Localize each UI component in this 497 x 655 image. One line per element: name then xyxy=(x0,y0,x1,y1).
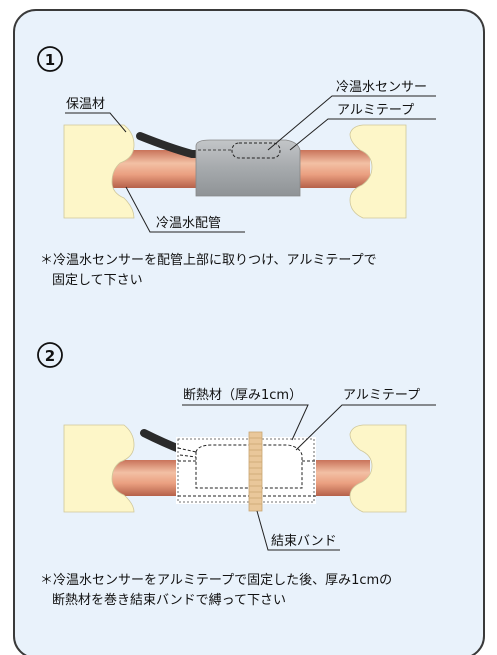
step-1-number-circle xyxy=(37,46,63,72)
step-2-note-line1: ＊冷温水センサーをアルミテープで固定した後、厚み1cmの xyxy=(40,573,392,588)
step-2-insulation-label: 断熱材（厚み1cm） xyxy=(183,388,302,403)
step-2: 2 断熱材（厚み1cm） アルミテープ 結束バンド ＊冷温水センサーをアルミテー… xyxy=(37,342,436,608)
step-1-insulation-left xyxy=(63,124,135,219)
step-2-number-circle xyxy=(37,342,63,368)
step-2-tape-label: アルミテープ xyxy=(343,388,420,403)
step-1-sensor-label: 冷温水センサー xyxy=(336,80,427,95)
step-1-aluminum-tape xyxy=(195,139,301,197)
step-1-insulation-label: 保温材 xyxy=(66,97,105,112)
step-2-cable-tie xyxy=(248,431,263,512)
step-1-tape-label: アルミテープ xyxy=(337,103,414,118)
step-2-note-line2: 断熱材を巻き結束バンドで縛って下さい xyxy=(52,592,286,608)
step-2-number: 2 xyxy=(45,347,55,365)
step-2-band-leader xyxy=(256,510,340,551)
step-1-sensor-leader xyxy=(267,95,436,151)
step-1-sensor-cable xyxy=(136,132,240,158)
step-2-cable-tie-ridges xyxy=(249,437,262,505)
step-2-insulation-right xyxy=(349,424,407,513)
step-1-insulation-right xyxy=(349,124,407,219)
step-1-insulation-leader xyxy=(65,112,127,133)
step-1-note-line1: ＊冷温水センサーを配管上部に取りつけ、アルミテープで xyxy=(40,253,377,268)
step-2-band-label: 結束バンド xyxy=(271,534,337,549)
step-2-hidden-cable xyxy=(177,447,197,458)
step-2-insulation-leader xyxy=(182,404,309,441)
step-2-tape-leader xyxy=(295,404,436,451)
step-1-note-line2: 固定して下さい xyxy=(52,273,143,288)
step-1-tape-leader xyxy=(289,118,436,151)
step-2-hidden-tape-outline xyxy=(195,444,303,489)
step-2-insulation-left xyxy=(63,424,135,513)
step-1-pipe-label: 冷温水配管 xyxy=(156,216,221,231)
step-1-number: 1 xyxy=(45,51,55,69)
step-2-hidden-wrap-outline xyxy=(177,438,315,503)
step-1: 1 保温材 冷温水センサー アルミテープ 冷温水配管 ＊冷温水センサーを配管上部… xyxy=(37,46,436,288)
step-1-sensor-outline xyxy=(231,142,281,159)
step-1-pipe-leader xyxy=(125,186,245,233)
